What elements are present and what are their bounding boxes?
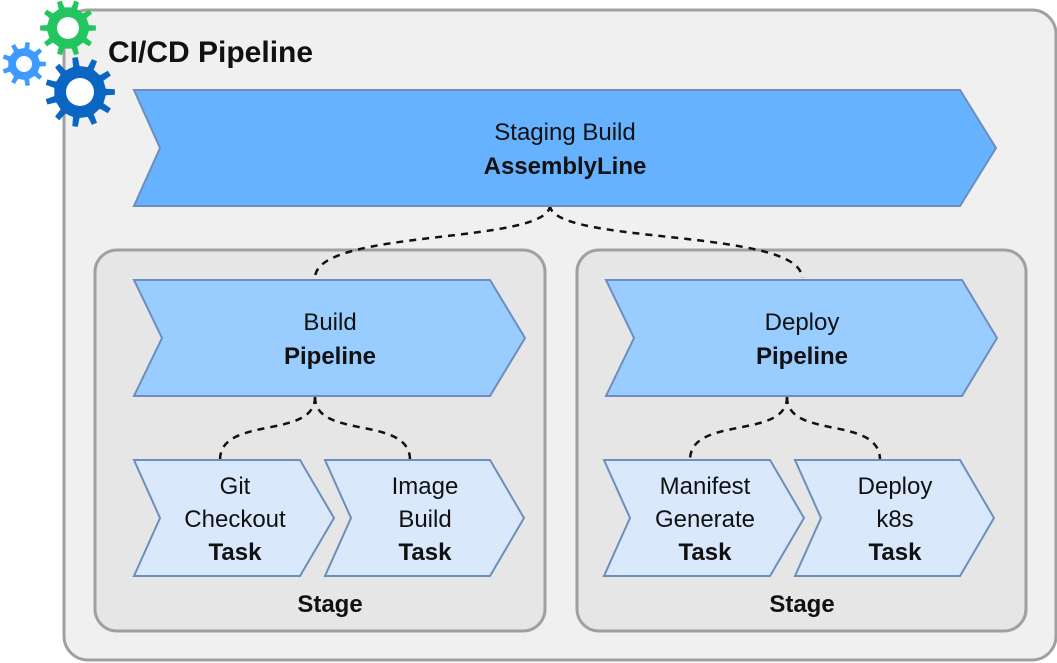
deploy-pipeline-kind: Pipeline	[756, 343, 848, 370]
task-image-line2: Build	[398, 506, 451, 533]
gear-icon-green	[40, 0, 96, 56]
task-chevron-deploy-k8s	[793, 459, 996, 577]
gear-icon-blue-dark	[45, 57, 115, 127]
build-pipeline-kind: Pipeline	[284, 343, 376, 370]
assemblyline-kind: AssemblyLine	[484, 153, 647, 180]
pipeline-title: CI/CD Pipeline	[108, 36, 313, 69]
task-deploy-k8s-line1: Deploy	[858, 473, 933, 500]
task-deploy-k8s-kind: Task	[869, 539, 923, 566]
task-image-line1: Image	[392, 473, 459, 500]
task-manifest-line1: Manifest	[660, 473, 751, 500]
build-pipeline-chevron	[132, 279, 527, 397]
connector-build-image	[313, 396, 412, 461]
task-git-line1: Git	[220, 473, 251, 500]
assemblyline-name: Staging Build	[494, 119, 635, 146]
task-chevron-image-build	[323, 459, 526, 577]
task-chevron-manifest-generate	[602, 459, 806, 577]
connector-build-git	[218, 396, 317, 461]
connector-deploy-manifest	[688, 396, 789, 461]
connector-deploy-k8s	[785, 396, 882, 461]
task-image-kind: Task	[399, 539, 453, 566]
stage-label-deploy: Stage	[769, 591, 834, 618]
stage-label-build: Stage	[297, 591, 362, 618]
connector-assemblyline-deploy	[548, 204, 804, 279]
task-manifest-line2: Generate	[655, 506, 755, 533]
connector-assemblyline-build	[313, 204, 552, 279]
deploy-pipeline-chevron	[604, 279, 999, 397]
task-deploy-k8s-line2: k8s	[876, 506, 913, 533]
task-git-kind: Task	[209, 539, 263, 566]
task-manifest-kind: Task	[679, 539, 733, 566]
deploy-pipeline-name: Deploy	[765, 309, 840, 336]
task-git-line2: Checkout	[184, 506, 286, 533]
task-chevron-git-checkout	[132, 459, 336, 577]
build-pipeline-name: Build	[303, 309, 356, 336]
gear-icon-blue-light	[2, 42, 46, 86]
assemblyline-chevron	[132, 89, 998, 207]
